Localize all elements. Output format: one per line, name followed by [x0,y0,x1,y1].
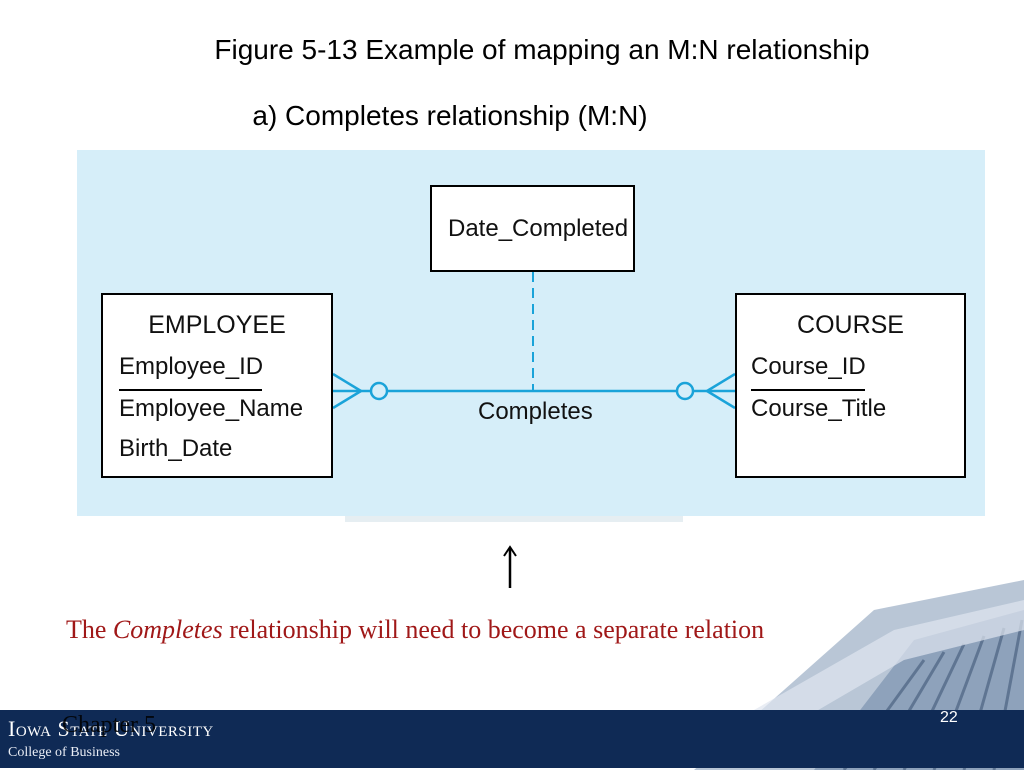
slide-subtitle: a) Completes relationship (M:N) [0,100,962,132]
relationship-attribute-box: Date_Completed [430,185,635,272]
employee-attribute: Birth_Date [119,435,232,463]
caption-emphasis: Completes [113,615,223,644]
course-crowfoot-top [707,374,735,391]
employee-attribute: Employee_Name [119,395,303,423]
chapter-label: Chapter 5 [62,712,156,739]
relationship-attribute-label: Date_Completed [448,215,628,243]
entity-employee: EMPLOYEE Employee_ID Employee_Name Birth… [101,293,333,478]
college-name: College of Business [8,745,120,761]
relationship-name: Completes [478,398,593,426]
caption-text: The [66,615,113,644]
course-identifier-underline [751,389,865,391]
course-identifier: Course_ID [751,353,866,381]
caption: The Completes relationship will need to … [66,615,764,645]
entity-employee-name: EMPLOYEE [103,311,331,340]
course-attribute: Course_Title [751,395,886,423]
employee-identifier: Employee_ID [119,353,263,381]
er-diagram: Date_Completed Completes EMPLOYEE Employ… [77,150,985,516]
employee-optional-circle [371,383,387,399]
employee-crowfoot-bottom [333,391,361,408]
entity-course: COURSE Course_ID Course_Title [735,293,966,478]
course-optional-circle [677,383,693,399]
page-number: 22 [940,709,958,727]
entity-course-name: COURSE [737,311,964,340]
up-arrow-icon [500,544,520,590]
slide-title: Figure 5-13 Example of mapping an M:N re… [30,34,1024,66]
course-crowfoot-bottom [707,391,735,408]
diagram-shadow [345,516,683,522]
caption-text: relationship will need to become a separ… [223,615,764,644]
employee-identifier-underline [119,389,262,391]
employee-crowfoot-top [333,374,361,391]
